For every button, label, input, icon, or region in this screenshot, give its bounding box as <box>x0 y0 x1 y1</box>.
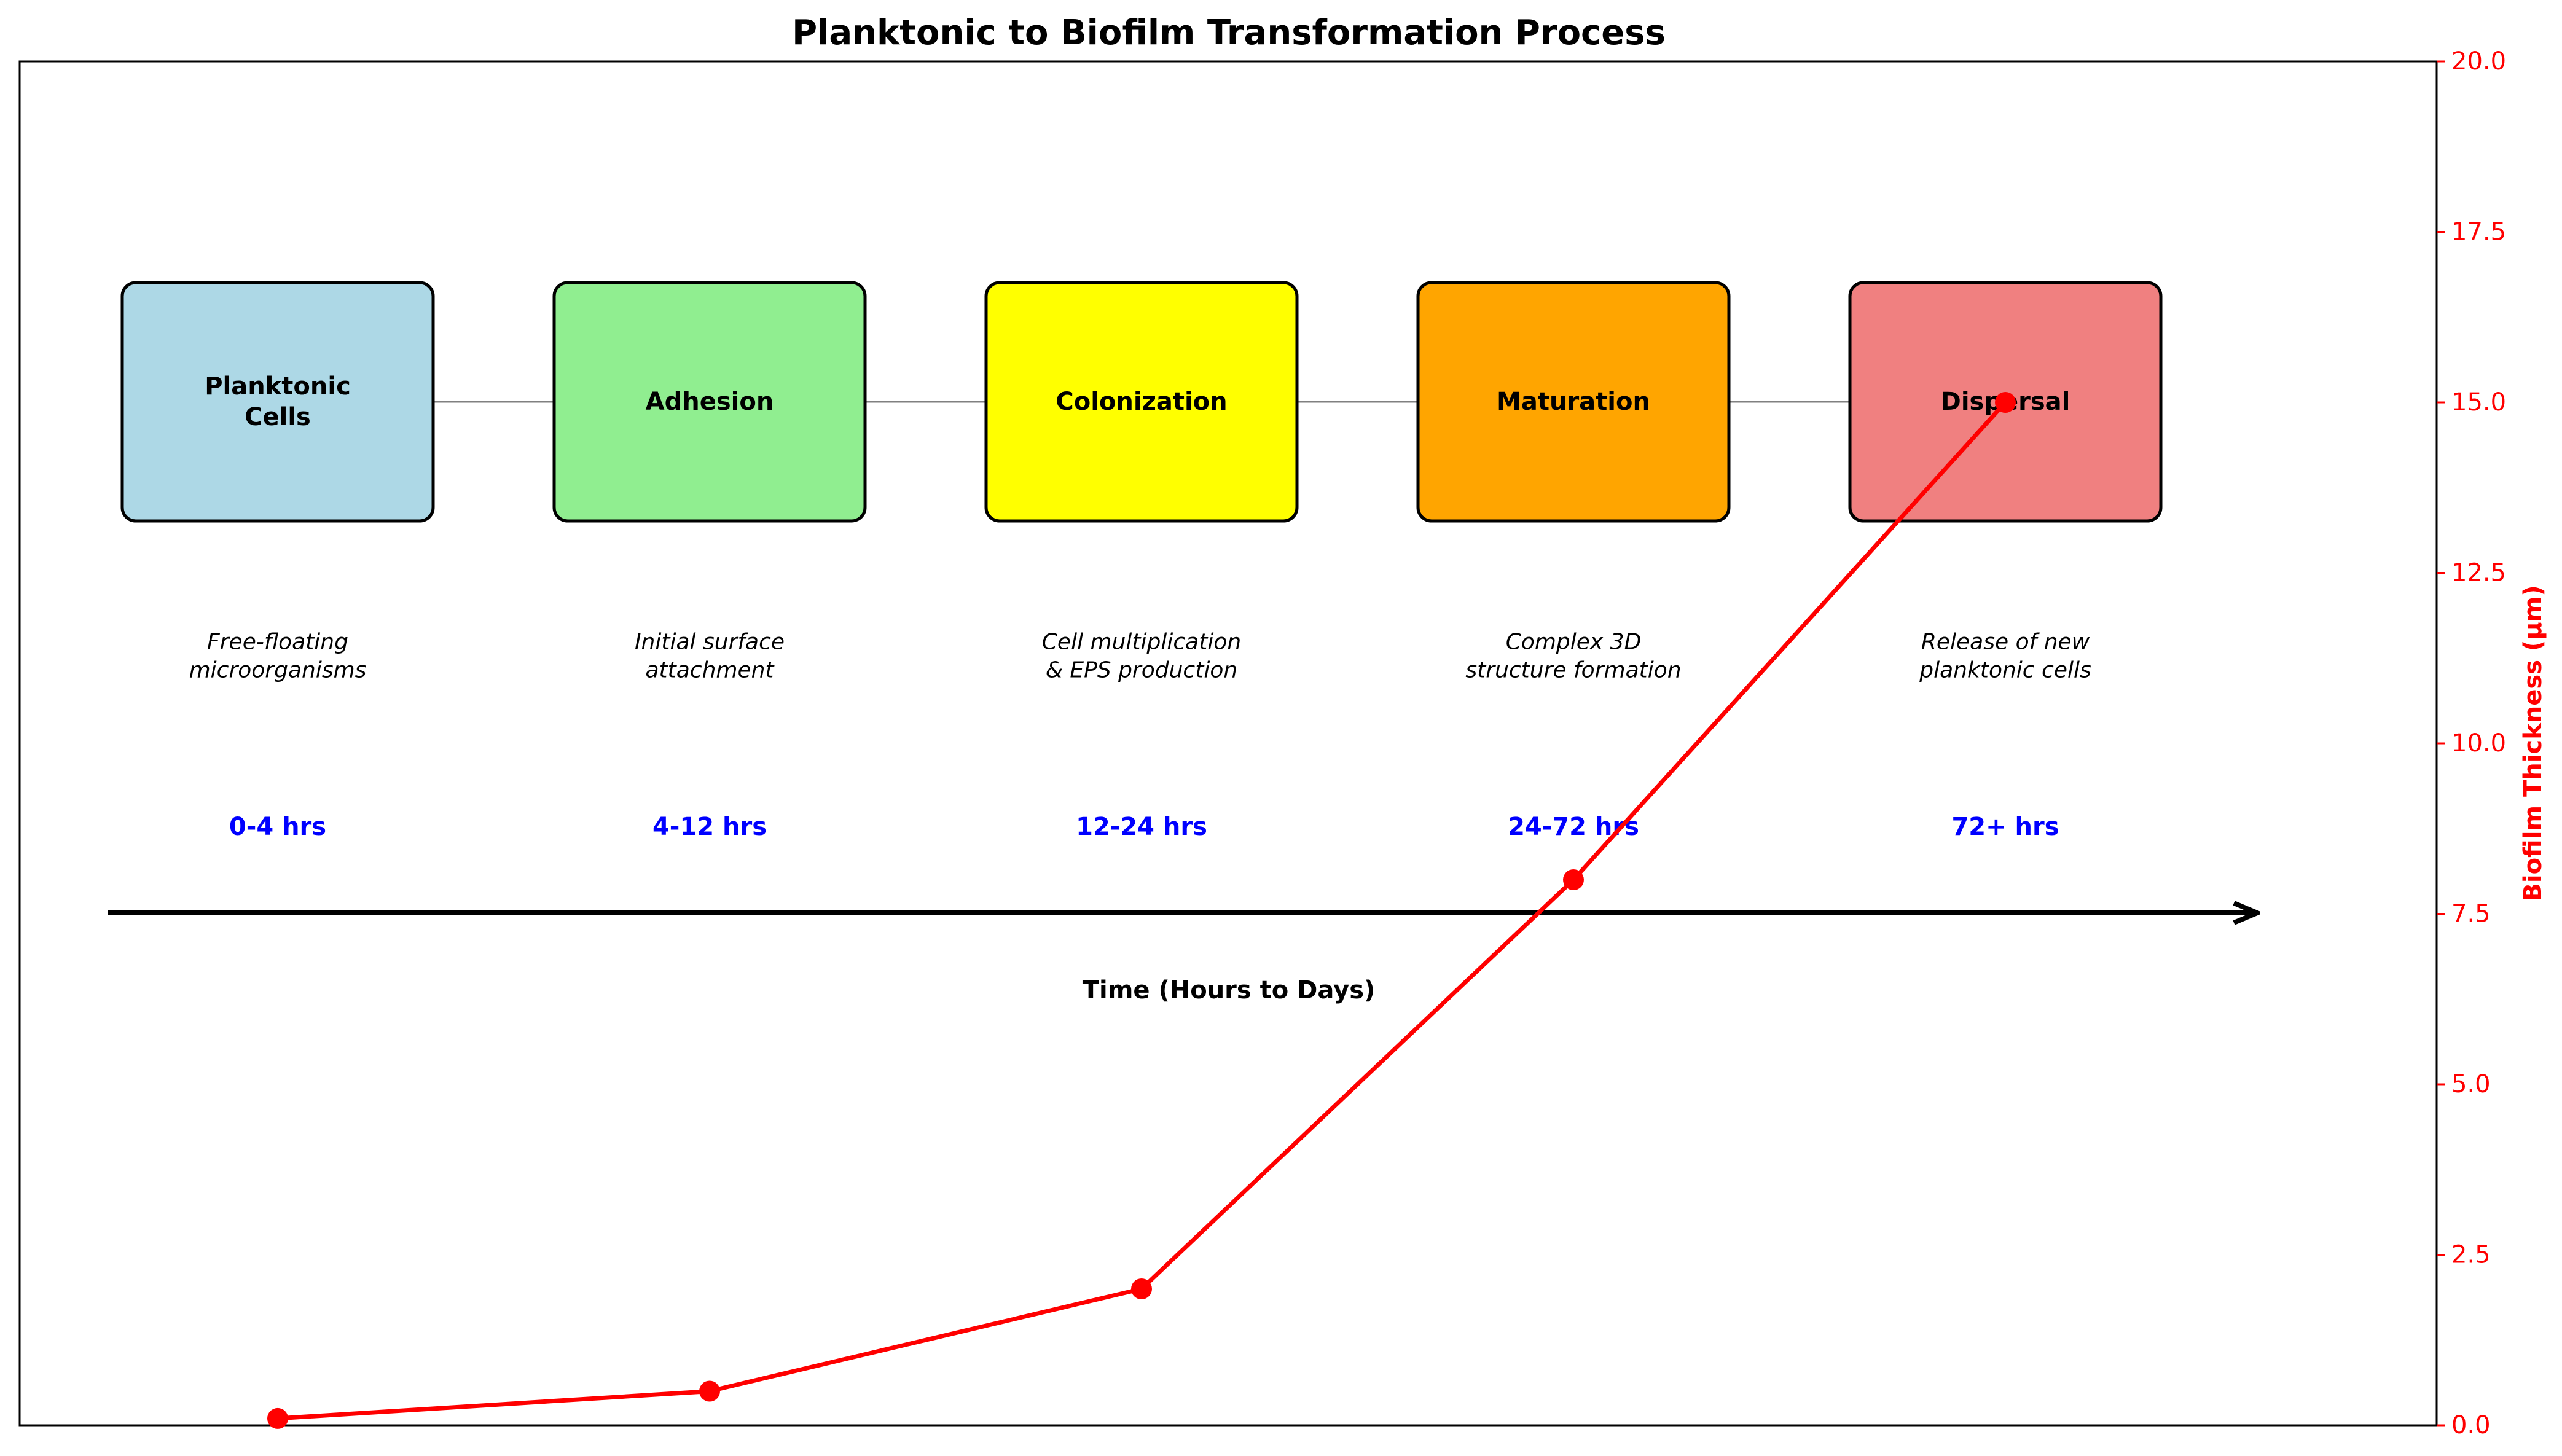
thickness-point-3 <box>1131 1278 1152 1299</box>
stage-time: 24-72 hrs <box>1508 813 1639 841</box>
thickness-series <box>267 392 2016 1429</box>
stage-box <box>552 281 867 523</box>
thickness-axis: 0.0 2.5 5.0 7.5 10.0 12.5 15.0 17.5 20.0 <box>2437 47 2506 1439</box>
thickness-point-1 <box>267 1407 288 1429</box>
y-tick-label: 20.0 <box>2451 47 2506 76</box>
stage-description: Cell multiplication& EPS production <box>1042 630 1241 683</box>
y-tick-label: 17.5 <box>2451 218 2506 246</box>
stage-name: Colonization <box>1056 388 1227 416</box>
stage-box <box>120 281 435 523</box>
thickness-point-4 <box>1563 869 1584 890</box>
thickness-point-5 <box>1995 392 2016 413</box>
y-tick-label: 5.0 <box>2451 1070 2491 1098</box>
stage-name: Maturation <box>1497 388 1650 416</box>
y-tick-label: 2.5 <box>2451 1241 2491 1269</box>
plot-frame <box>18 60 2438 1427</box>
stage-time: 12-24 hrs <box>1076 813 1207 841</box>
y-axis-label: Biofilm Thickness (µm) <box>2519 585 2547 901</box>
stage-box <box>984 281 1299 523</box>
time-axis-label: Time (Hours to Days) <box>1083 976 1376 1004</box>
y-tick-label: 7.5 <box>2451 900 2491 928</box>
y-tick-label: 10.0 <box>2451 729 2506 757</box>
stage-time: 72+ hrs <box>1951 813 2059 841</box>
y-tick-label: 12.5 <box>2451 559 2506 587</box>
stage-name: Adhesion <box>646 388 774 416</box>
diagram-title: Planktonic to Biofilm Transformation Pro… <box>792 13 1666 53</box>
y-tick-label: 0.0 <box>2451 1411 2491 1439</box>
stage-time: 4-12 hrs <box>652 813 767 841</box>
y-tick-label: 15.0 <box>2451 388 2506 417</box>
stage-time: 0-4 hrs <box>229 813 326 841</box>
thickness-line <box>277 401 2007 1421</box>
stage-box <box>1416 281 1731 523</box>
thickness-point-2 <box>699 1380 720 1402</box>
